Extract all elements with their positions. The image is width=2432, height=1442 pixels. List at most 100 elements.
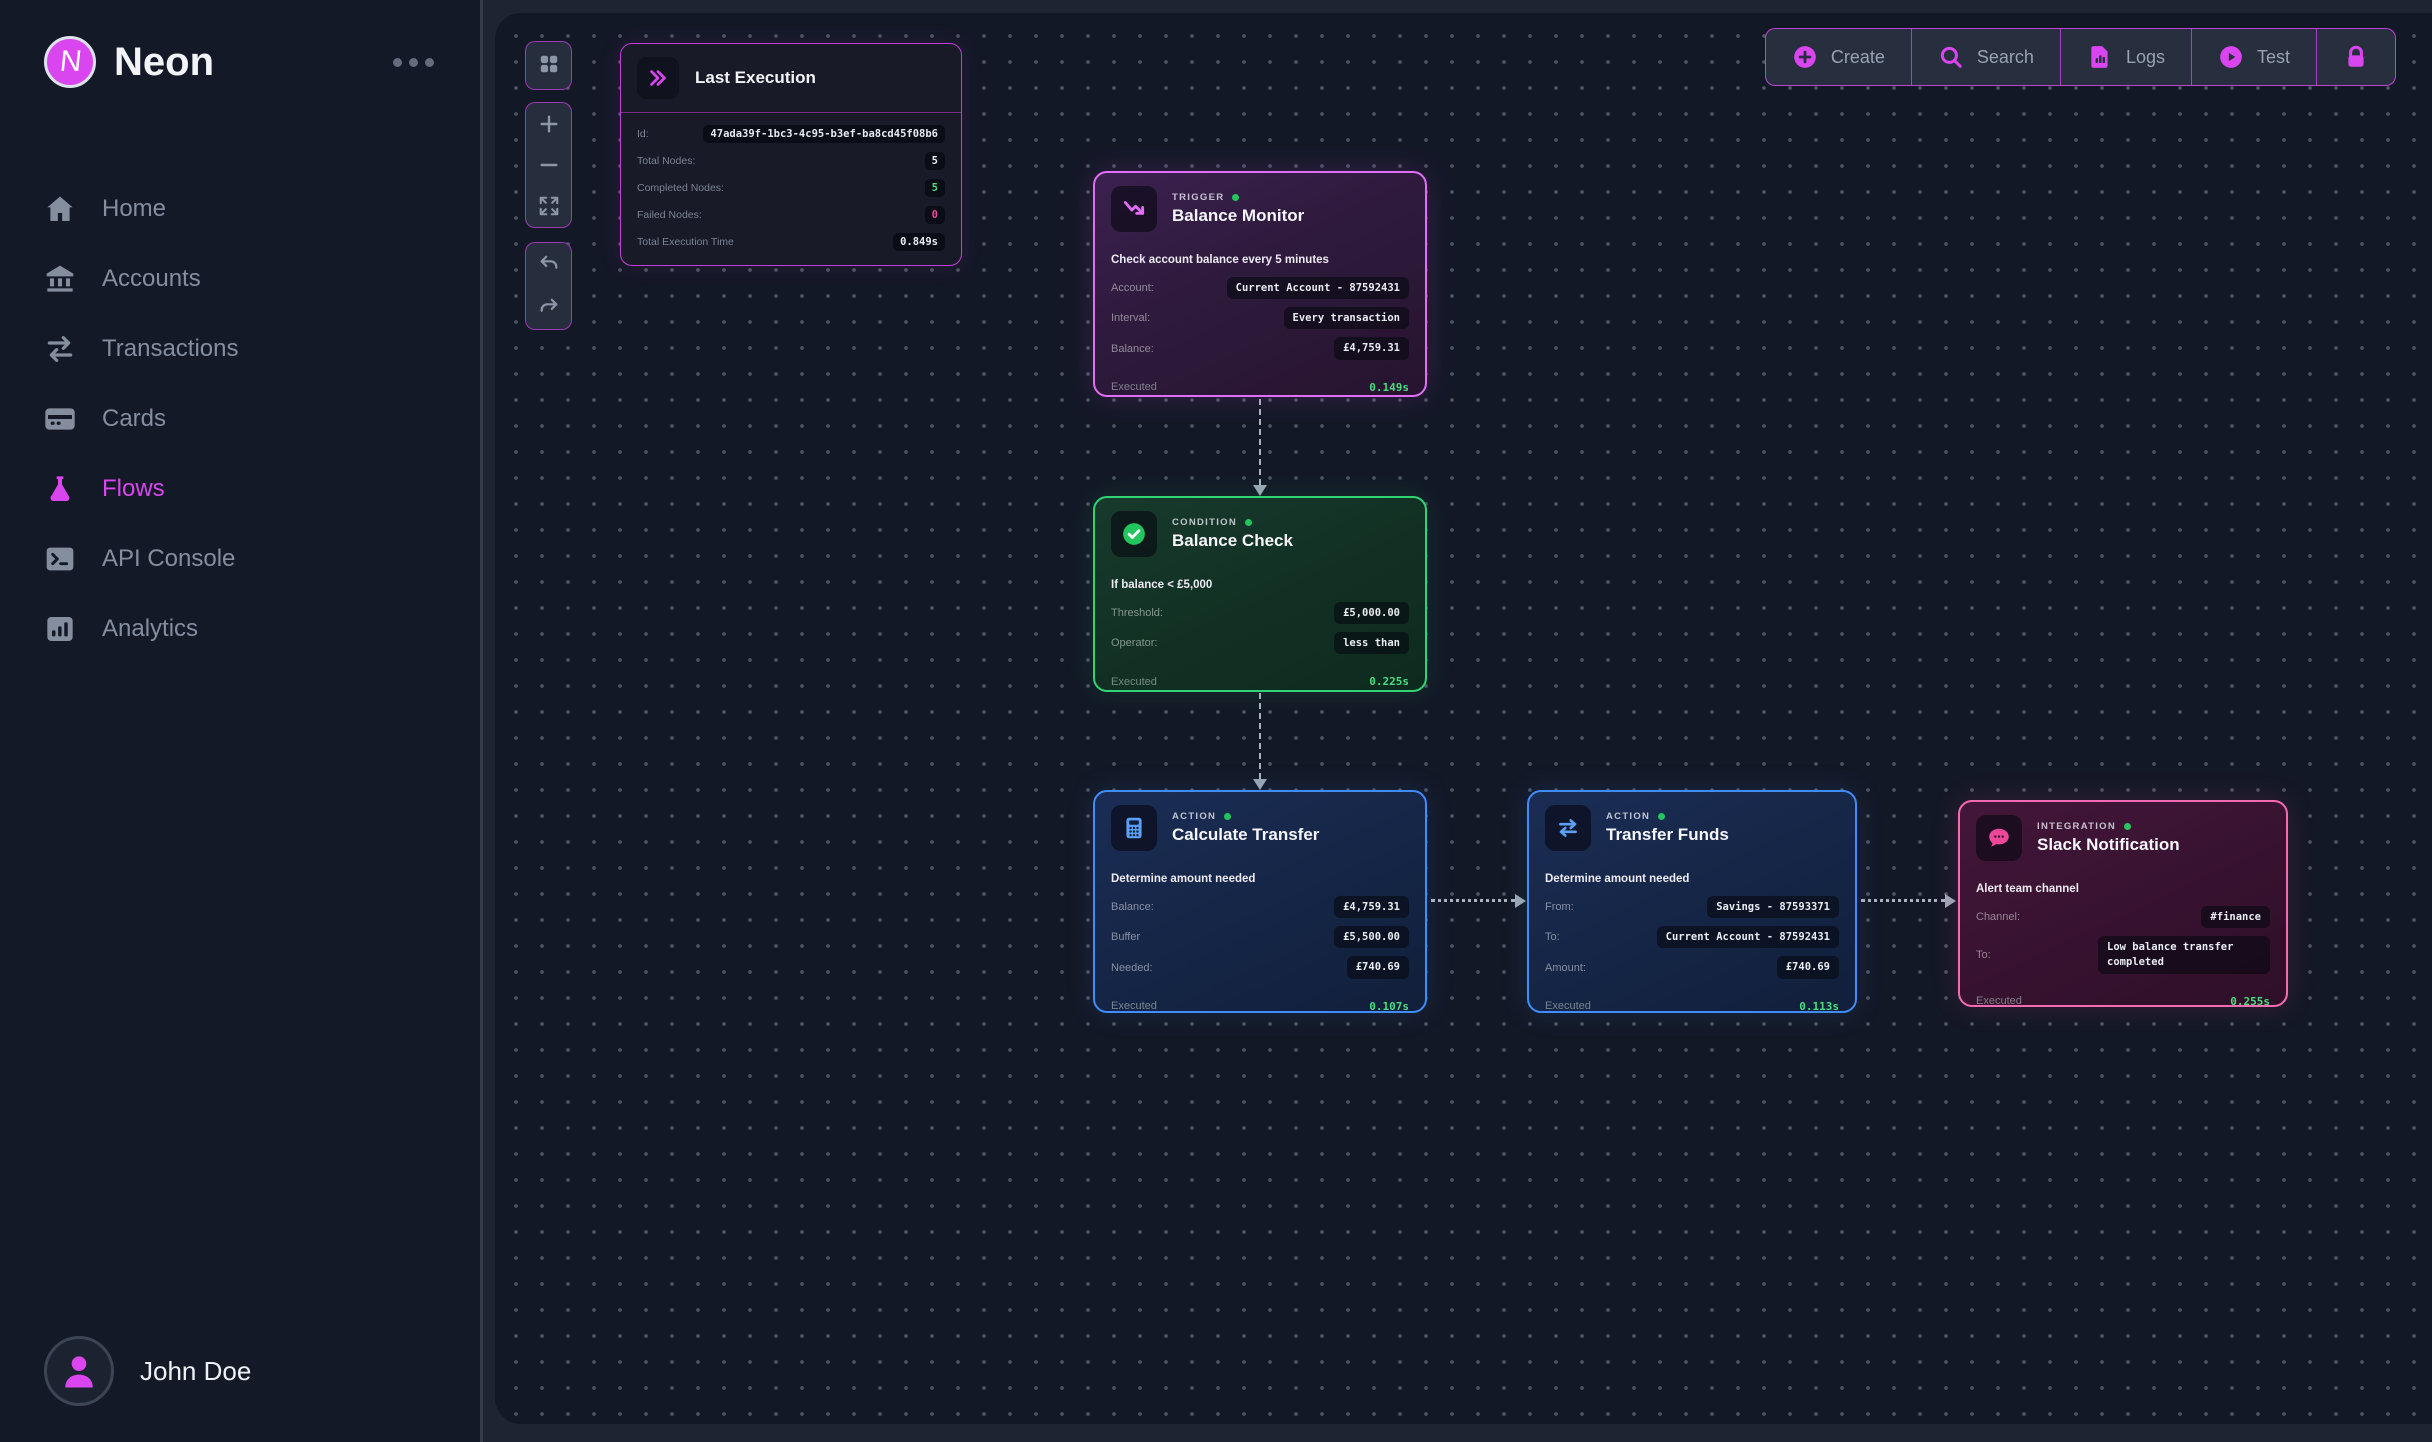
sidebar-item-accounts[interactable]: Accounts [0,244,480,314]
create-button[interactable]: Create [1766,29,1911,85]
check-circle-icon [1111,511,1157,557]
node-type-label: ACTION [1172,811,1319,822]
user-menu[interactable]: John Doe [44,1336,251,1406]
node-body: Determine amount needed Balance: £4,759.… [1095,862,1425,991]
node-type-label: ACTION [1606,811,1729,822]
sidebar-item-home[interactable]: Home [0,174,480,244]
node-footer: Executed 0.107s [1111,999,1409,1013]
test-button[interactable]: Test [2190,29,2316,85]
executed-time: 0.225s [1369,675,1409,689]
node-header: CONDITION Balance Check [1095,498,1425,568]
avatar [44,1336,114,1406]
status-dot [1658,813,1666,820]
trend-down-icon [1111,186,1157,232]
executed-time: 0.113s [1799,999,1839,1013]
connector-trigger-to-condition [1253,399,1267,496]
bar-chart-icon [47,617,73,641]
last-execution-row: Id: 47ada39f-1bc3-4c95-b3ef-ba8cd45f08b6 [637,125,945,143]
node-field-row: To: Current Account - 87592431 [1545,926,1839,949]
status-dot [1232,194,1240,201]
logs-icon [2091,46,2108,68]
node-field-row: Balance: £4,759.31 [1111,337,1409,360]
sidebar-nav: Home Accounts Transactions Cards Flows A… [0,174,480,664]
node-balance-check[interactable]: CONDITION Balance Check If balance < £5,… [1093,496,1427,692]
node-description: Determine amount needed [1545,873,1690,885]
connector-transfer-to-slack [1861,894,1956,908]
node-transfer-funds[interactable]: ACTION Transfer Funds Determine amount n… [1527,790,1857,1013]
node-description: Check account balance every 5 minutes [1111,254,1329,266]
sidebar-header: N Neon [0,0,480,88]
last-execution-row: Failed Nodes: 0 [637,206,945,224]
sidebar-item-api-console[interactable]: API Console [0,524,480,594]
sidebar-item-analytics[interactable]: Analytics [0,594,480,664]
play-circle-icon [2220,46,2242,68]
double-chevron-icon [637,57,679,99]
node-field-row: Amount: £740.69 [1545,956,1839,979]
last-execution-title: Last Execution [695,68,816,87]
executed-time: 0.149s [1369,380,1409,394]
sidebar-item-label: Cards [102,405,167,432]
sidebar-item-label: Home [102,195,167,222]
status-dot [1245,519,1253,526]
node-title: Calculate Transfer [1172,825,1320,844]
redo-icon[interactable] [526,286,571,329]
transfer-arrows-icon [47,336,73,362]
lock-icon [2348,45,2364,67]
node-balance-monitor[interactable]: TRIGGER Balance Monitor Check account ba… [1093,171,1427,397]
sidebar-item-flows[interactable]: Flows [0,454,480,524]
node-field-row: Threshold: £5,000.00 [1111,602,1409,625]
status-dot [2124,823,2132,830]
last-execution-body: Id: 47ada39f-1bc3-4c95-b3ef-ba8cd45f08b6… [621,113,961,265]
sidebar-item-label: API Console [102,545,236,572]
fit-view-icon[interactable] [526,186,571,227]
grid-icon[interactable] [526,42,571,85]
undo-icon[interactable] [526,243,571,286]
last-execution-row: Total Execution Time 0.849s [637,233,945,251]
node-header: INTEGRATION Slack Notification [1960,802,2286,872]
search-button[interactable]: Search [1910,29,2060,85]
zoom-in-icon[interactable] [526,103,571,144]
node-type-label: TRIGGER [1172,192,1304,203]
connector-condition-to-action [1253,693,1267,790]
node-field-row: To: Low balance transfer completed [1976,936,2270,974]
person-icon [65,1356,93,1388]
bank-icon [46,265,74,292]
flow-canvas[interactable]: Create Search Logs Test Last Execution [495,13,2432,1424]
node-type-label: INTEGRATION [2037,821,2180,832]
canvas-grid-toggle-group [525,41,572,90]
sidebar-item-cards[interactable]: Cards [0,384,480,454]
node-field-row: Account: Current Account - 87592431 [1111,277,1409,300]
transfer-icon [1545,805,1591,851]
terminal-icon [46,547,74,571]
node-description: Alert team channel [1976,883,2079,895]
sidebar-item-transactions[interactable]: Transactions [0,314,480,384]
zoom-controls-group [525,102,572,228]
node-description: If balance < £5,000 [1111,579,1213,591]
last-execution-row: Completed Nodes: 5 [637,179,945,197]
node-field-row: Balance: £4,759.31 [1111,896,1409,919]
node-calculate-transfer[interactable]: ACTION Calculate Transfer Determine amou… [1093,790,1427,1013]
zoom-out-icon[interactable] [526,144,571,185]
node-body: If balance < £5,000 Threshold: £5,000.00… [1095,568,1425,666]
node-description: Determine amount needed [1111,873,1256,885]
sidebar-item-label: Accounts [102,265,201,292]
logo-letter: N [57,45,83,78]
app-name: Neon [114,39,214,84]
node-title: Transfer Funds [1606,825,1729,844]
executed-time: 0.107s [1369,999,1409,1013]
node-slack-notification[interactable]: INTEGRATION Slack Notification Alert tea… [1958,800,2288,1008]
executed-time: 0.255s [2230,994,2270,1008]
sidebar-item-label: Transactions [102,335,239,362]
ellipsis-icon[interactable] [387,52,440,73]
node-body: Check account balance every 5 minutes Ac… [1095,243,1425,372]
node-field-row: Buffer £5,500.00 [1111,926,1409,949]
lock-button[interactable] [2316,29,2395,85]
sidebar-item-label: Flows [102,475,165,502]
home-icon [47,196,73,221]
node-footer: Executed 0.149s [1111,380,1409,394]
search-icon [1940,46,1962,68]
logs-button[interactable]: Logs [2059,29,2191,85]
history-controls-group [525,242,572,330]
connector-calculate-to-transfer [1431,894,1526,908]
node-header: ACTION Transfer Funds [1529,792,1855,862]
